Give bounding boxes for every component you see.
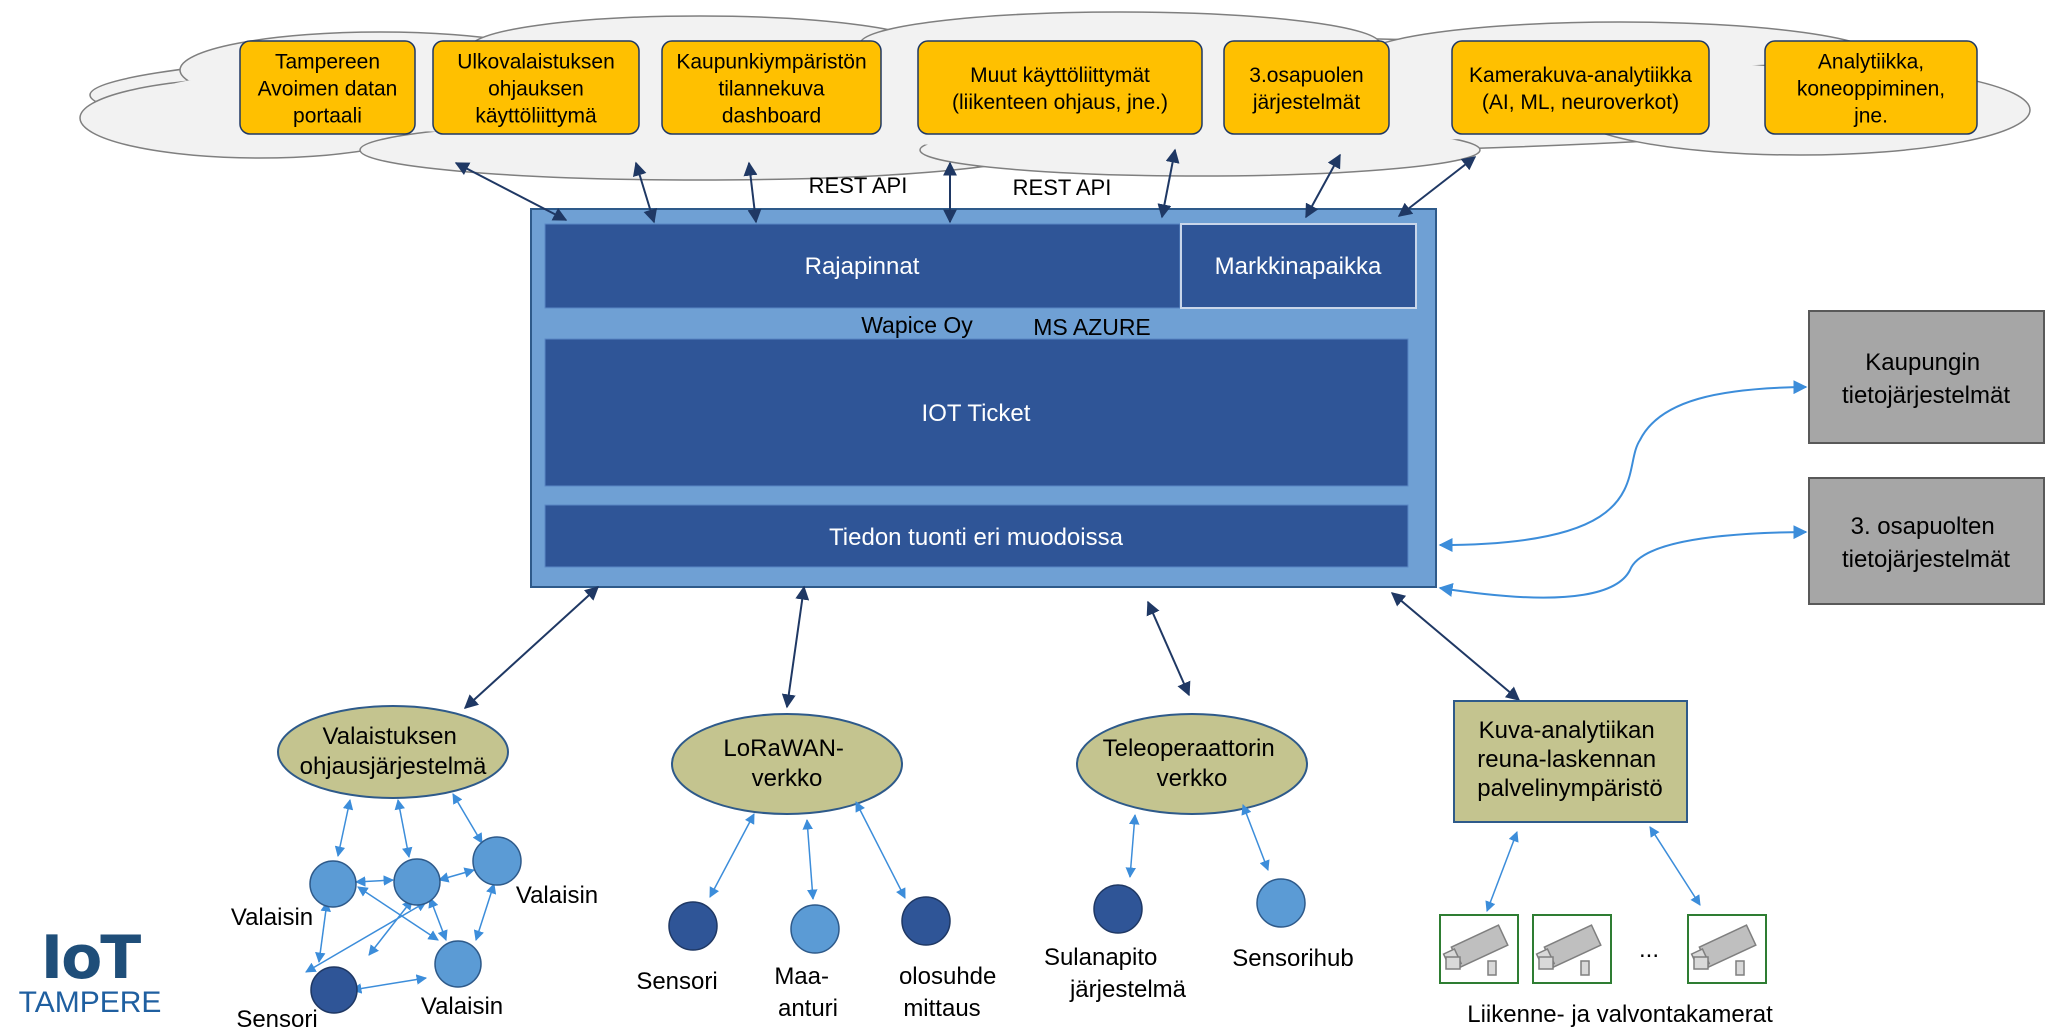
sensor-hub-label: Sensorihub — [1232, 945, 1353, 972]
city-systems-connector — [1438, 380, 1808, 552]
application-box — [1764, 40, 1978, 135]
rest-api-label: REST API — [1013, 175, 1112, 200]
snowmelt-system-node — [1093, 884, 1143, 934]
luminaire-node — [393, 858, 441, 906]
interfaces-label: Rajapinnat — [805, 253, 920, 280]
sensor-label: Sensori — [636, 968, 717, 995]
data-ingest-label: Tiedon tuonti eri muodoissa — [829, 524, 1124, 551]
marketplace-label: Markkinapaikka — [1215, 253, 1382, 280]
marketplace-box — [1180, 223, 1417, 309]
lighting-control-label: Valaistuksen ohjausjärjestelmä — [300, 723, 487, 780]
third-party-systems-label: 3. osapuolten tietojärjestelmät — [1842, 513, 2010, 573]
sensor-node — [310, 966, 358, 1014]
iot-ticket-band — [544, 338, 1409, 487]
luminaire-node — [309, 860, 357, 908]
traffic-camera-icon — [1532, 914, 1612, 984]
data-ingest-band — [544, 504, 1409, 568]
application-box — [917, 40, 1203, 135]
conditions-sensor-node — [901, 896, 951, 946]
edge-computing-label: Kuva-analytiikan reuna-laskennan palveli… — [1477, 717, 1662, 802]
snowmelt-system-label: Sulanapito järjestelmä — [1044, 944, 1187, 1003]
city-systems-box — [1808, 310, 2045, 444]
lorawan-network — [671, 713, 903, 815]
teleoperator-network — [1076, 713, 1308, 815]
application-box — [1451, 40, 1710, 135]
soil-sensor-node — [790, 904, 840, 954]
rest-api-label: REST API — [809, 173, 908, 198]
luminaire-label: Valaisin — [231, 904, 313, 931]
cameras-ellipsis: ... — [1639, 936, 1659, 963]
lighting-control-network — [277, 705, 509, 799]
teleoperator-label: Teleoperaattorin verkko — [1103, 735, 1282, 792]
luminaire-node — [472, 836, 522, 886]
iot-tampere-logo: IoT TAMPERE — [10, 923, 170, 1020]
sensor-hub-node — [1256, 878, 1306, 928]
luminaire-label: Valaisin — [516, 882, 598, 909]
application-box — [239, 40, 416, 135]
application-label: Muut käyttöliittymät(liikenteen ohjaus, … — [952, 64, 1168, 114]
soil-sensor-label: Maa- anturi — [774, 963, 838, 1022]
application-label: Kamerakuva-analytiikka(AI, ML, neuroverk… — [1469, 64, 1692, 114]
iot-ticket-label: IOT Ticket — [922, 400, 1031, 427]
traffic-camera-icon — [1439, 914, 1519, 984]
luminaire-label: Valaisin — [421, 993, 503, 1020]
sensor-node — [668, 901, 718, 951]
cloud-provider-label: MS AZURE — [1033, 314, 1151, 340]
interfaces-band — [544, 223, 1181, 309]
conditions-sensor-label: olosuhde mittaus — [899, 963, 1003, 1022]
lorawan-label: LoRaWAN- verkko — [723, 735, 850, 792]
application-box — [432, 40, 640, 135]
edge-computing-box — [1453, 700, 1688, 823]
third-party-connector — [1438, 525, 1808, 599]
device-connectors — [305, 793, 1701, 994]
camera-group — [1439, 914, 1767, 984]
application-box — [661, 40, 882, 135]
cameras-caption: Liikenne- ja valvontakamerat — [1467, 1001, 1773, 1028]
traffic-camera-icon — [1687, 914, 1767, 984]
application-box — [1223, 40, 1390, 135]
api-connectors — [454, 148, 1521, 709]
logo-sub-text: TAMPERE — [18, 986, 162, 1019]
third-party-systems-box — [1808, 477, 2045, 605]
logo-main-text: IoT — [40, 923, 141, 993]
vendor-label: Wapice Oy — [861, 312, 973, 338]
luminaire-node — [434, 940, 482, 988]
application-label: Analytiikka,koneoppiminen,jne. — [1797, 51, 1945, 128]
sensor-label: Sensori — [236, 1006, 317, 1029]
city-systems-label: Kaupungin tietojärjestelmät — [1842, 349, 2010, 409]
